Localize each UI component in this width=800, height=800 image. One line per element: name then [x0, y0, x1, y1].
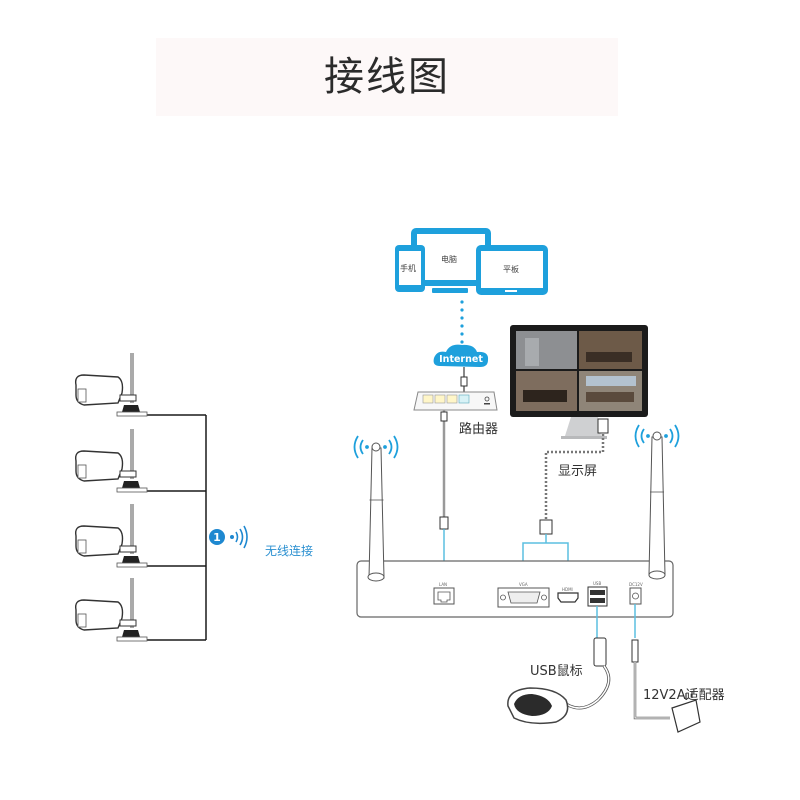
wifi-signal-icon: [634, 424, 680, 448]
camera-icon: [74, 504, 148, 568]
camera-feed-2: [579, 331, 642, 369]
wifi-signal-icon: [230, 525, 248, 549]
port-label-usb: USB: [593, 581, 602, 586]
port-label-hdmi: HDMI: [562, 587, 573, 592]
usb-plug-icon: [593, 637, 607, 667]
tablet-label: 平板: [503, 265, 519, 274]
phone-icon: [395, 245, 425, 292]
client-devices: [395, 228, 548, 295]
mouse-icon: [507, 687, 569, 725]
dc-power-port[interactable]: [629, 587, 642, 605]
router-icon: [413, 391, 498, 411]
rj45-plug-icon: [460, 376, 468, 387]
internet-cloud-icon: [433, 344, 489, 367]
adapter-label: 12V2A适配器: [643, 688, 725, 703]
monitor-icon: [510, 325, 648, 439]
nvr-box: [356, 560, 674, 618]
antenna-left: [367, 442, 385, 582]
lan-port[interactable]: [433, 587, 455, 605]
camera-icon: [74, 429, 148, 493]
internet-label: Internet: [439, 354, 483, 365]
usb-port[interactable]: [587, 586, 608, 607]
tablet-icon: [476, 245, 548, 295]
vga-plug-icon: [539, 519, 553, 535]
camera-icon: [74, 578, 148, 642]
rj45-plug-icon: [440, 411, 448, 422]
port-label-dc: DC12V: [629, 582, 643, 587]
router-label: 路由器: [459, 422, 499, 437]
hdmi-port[interactable]: [557, 592, 579, 603]
mouse-label: USB鼠标: [530, 664, 583, 679]
camera-icon: [74, 353, 148, 417]
port-label-lan: LAN: [439, 582, 448, 587]
antenna-right: [648, 431, 666, 580]
cameras: [74, 353, 148, 642]
phone-label: 手机: [400, 264, 416, 273]
step-badge: [209, 529, 225, 545]
title-band: 接线图: [156, 38, 618, 116]
computer-label: 电脑: [441, 255, 457, 264]
step-number: 1: [213, 531, 221, 544]
adapter-cable-inner: [634, 662, 670, 719]
port-label-vga: VGA: [519, 582, 528, 587]
monitor-label: 显示屏: [558, 464, 598, 479]
wifi-signal-icon: [353, 435, 399, 459]
computer-icon: [411, 228, 491, 293]
wireless-label: 无线连接: [265, 544, 314, 558]
power-adapter-icon: [671, 691, 701, 733]
vga-plug-icon: [597, 418, 609, 434]
rj45-plug-icon: [439, 516, 449, 530]
dc-plug-icon: [631, 639, 639, 663]
dotted-link-devices-cloud: [460, 300, 464, 344]
camera-bus: [140, 414, 207, 641]
page-title: 接线图: [324, 54, 450, 100]
vga-port[interactable]: [497, 587, 550, 608]
cable-monitor-nvr: [544, 434, 605, 522]
